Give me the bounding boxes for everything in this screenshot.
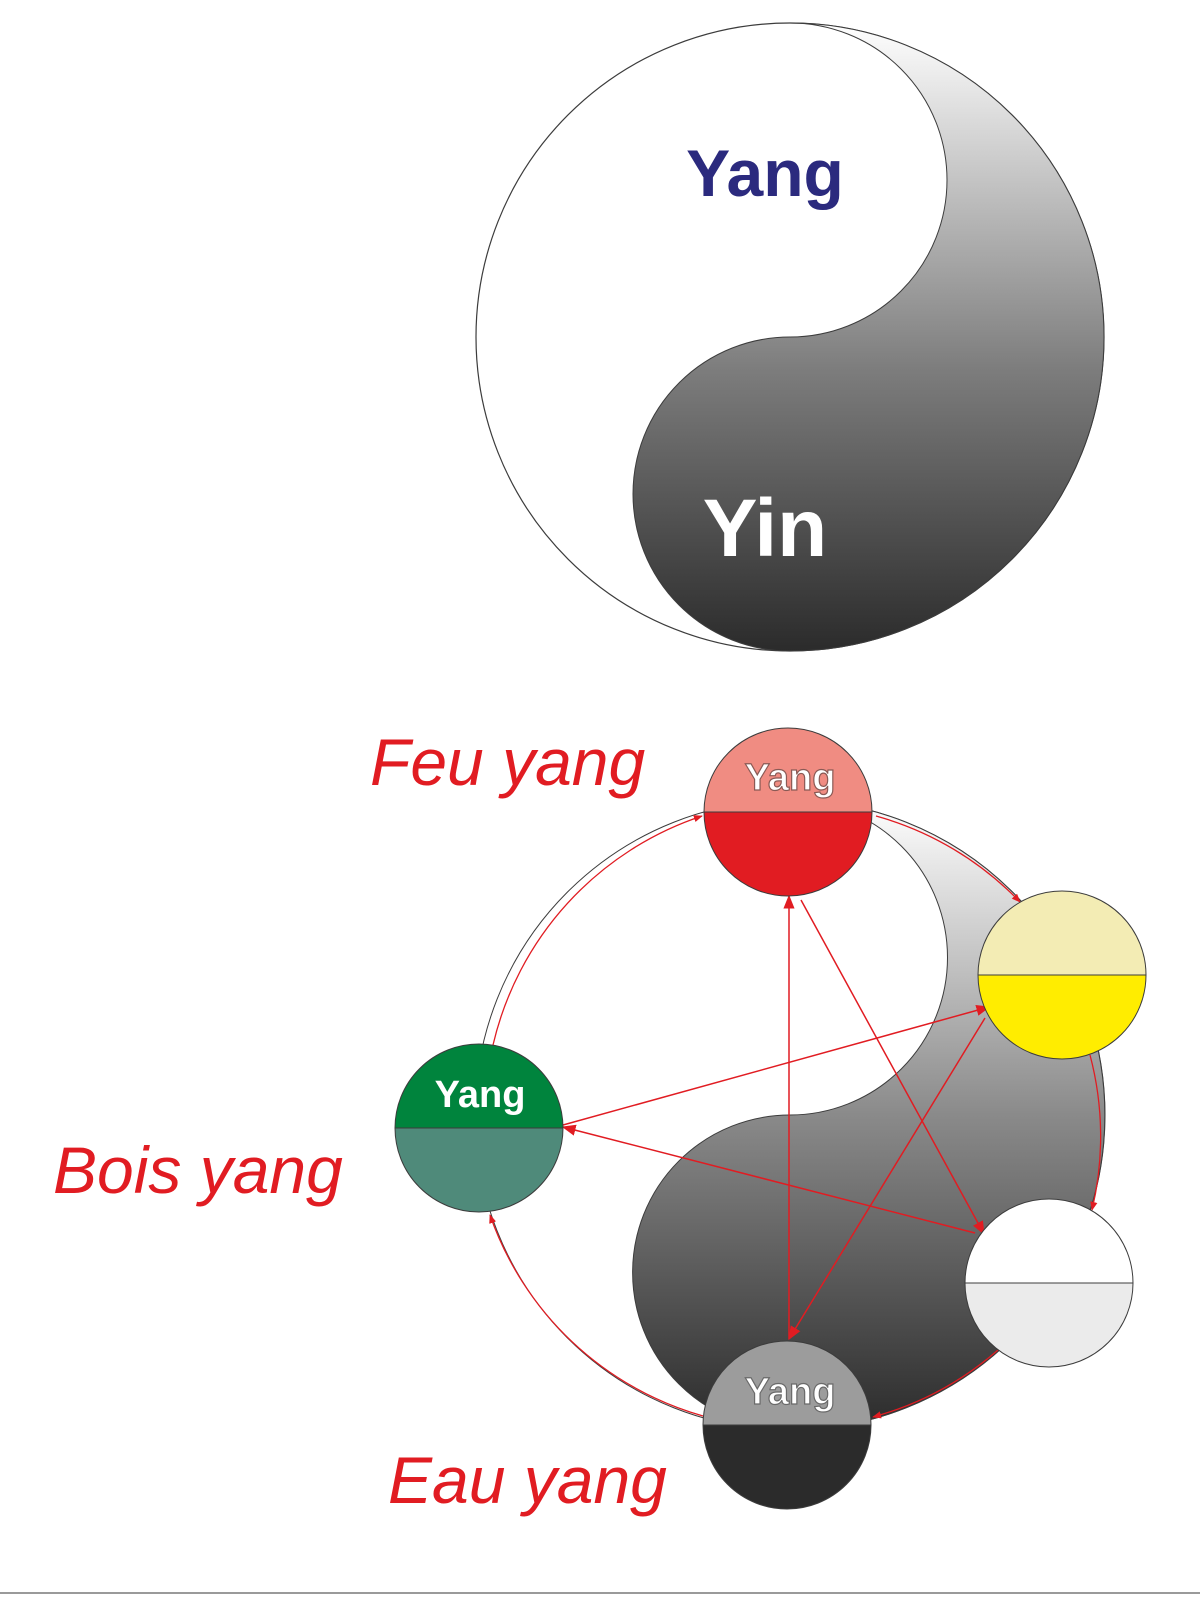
- arc-water-to-wood: [489, 1214, 704, 1417]
- taiji-yin-label: Yin: [703, 483, 828, 574]
- arc-metal-to-water: [872, 1349, 999, 1419]
- wood-yang-badge: Yang: [435, 1074, 526, 1116]
- line-fire-to-metal: [800, 899, 985, 1236]
- wood-top-half: [395, 1044, 563, 1128]
- water-yang-badge: Yang: [745, 1371, 836, 1413]
- generation-cycle: [489, 815, 1102, 1419]
- metal-top-half: [965, 1199, 1133, 1283]
- control-cycle: [561, 894, 991, 1341]
- element-node-fire: Yang: [703, 727, 873, 897]
- fire-bottom-half: [704, 812, 872, 896]
- taiji-yang-label: Yang: [686, 136, 844, 210]
- element-node-water: Yang: [702, 1340, 872, 1510]
- water-bottom-half: [703, 1425, 871, 1509]
- water-top-half: [703, 1341, 871, 1425]
- five-elements-diagram: Yang Yang Ya: [53, 725, 1147, 1517]
- earth-top-half: [978, 891, 1146, 975]
- fire-element-label: Feu yang: [370, 725, 645, 799]
- element-node-earth: [977, 890, 1147, 1060]
- arc-wood-to-fire: [492, 815, 703, 1046]
- arc-fire-to-earth: [875, 815, 1021, 903]
- wood-element-label: Bois yang: [53, 1133, 343, 1207]
- fire-yang-badge: Yang: [745, 757, 836, 799]
- earth-bottom-half: [978, 975, 1146, 1059]
- fire-top-half: [704, 728, 872, 812]
- taiji-symbol: Yang Yin: [475, 22, 1105, 652]
- metal-bottom-half: [965, 1283, 1133, 1367]
- line-metal-to-wood: [561, 1124, 976, 1234]
- water-element-label: Eau yang: [388, 1443, 667, 1517]
- taiji-yin-half: [632, 22, 1105, 652]
- element-node-metal: [964, 1198, 1134, 1368]
- wood-bottom-half: [395, 1128, 563, 1212]
- element-node-wood: Yang: [394, 1043, 564, 1213]
- line-wood-to-earth: [562, 1004, 991, 1126]
- arc-earth-to-metal: [1089, 1054, 1102, 1211]
- line-earth-to-water: [788, 1017, 986, 1341]
